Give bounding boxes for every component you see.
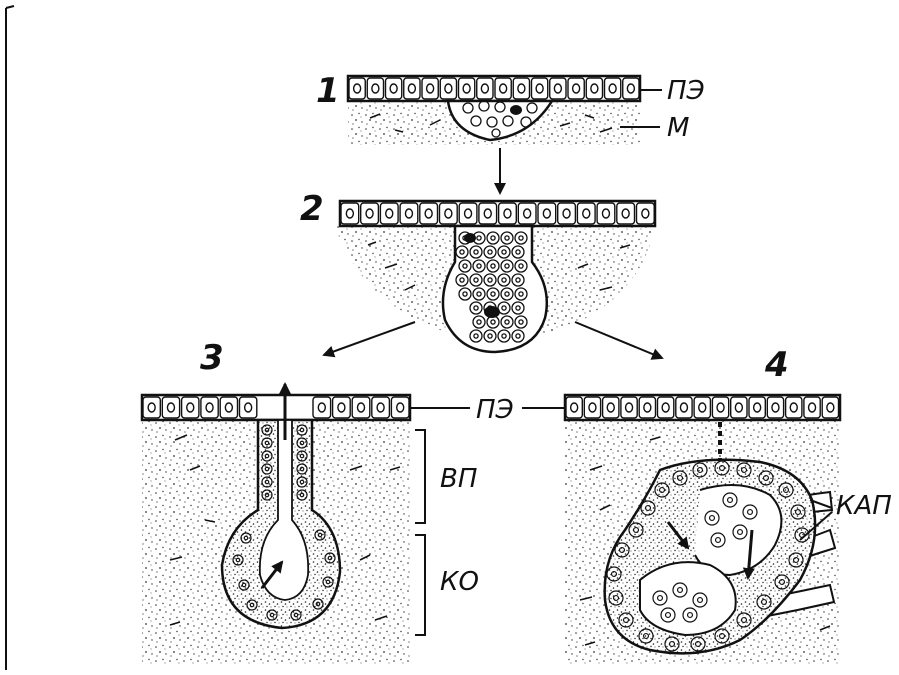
stage-3-vp-label: ВП: [440, 464, 477, 494]
stage-4-kap-leader-2: [799, 511, 833, 541]
stage-3-inner-arrow: [260, 560, 284, 589]
stage-3-group: 3 ВП КО: [140, 338, 479, 665]
stage-4-arrow-right: [742, 529, 755, 580]
stage-1-m-label: М: [667, 113, 689, 143]
stage-1-bud: [446, 99, 555, 142]
stage-4-kap-leader-1: [809, 499, 833, 509]
stage-2-number: 2: [300, 189, 324, 229]
stage-1-group: 1 ПЭ М: [316, 71, 705, 145]
stage-3-connective-cells: [169, 434, 401, 626]
stage-4-number: 4: [764, 345, 789, 385]
stage-2-mesenchyme-cells: [367, 241, 631, 291]
stage-4-kap-label: КАП: [836, 491, 892, 521]
stage-1-number: 1: [316, 71, 340, 111]
arrow-2-to-4: [574, 321, 664, 360]
pe-bottom-label: ПЭ: [476, 395, 514, 425]
stage-4-group: 4 КАП: [563, 345, 892, 665]
stage-3-lumen: [258, 419, 310, 601]
stage-2-epithelium: [338, 199, 657, 228]
stage-1-pe-label: ПЭ: [667, 76, 705, 106]
stage-4-mass-cells: [606, 460, 810, 652]
stage-4-lower-cord: [639, 561, 737, 637]
stage-1-mesenchyme-cells: [369, 113, 613, 133]
stage-4-arrow-left: [666, 521, 690, 550]
stage-1-bud-cells: [462, 100, 538, 138]
stage-2-dark-cell-center: [484, 306, 500, 318]
stage-3-ko-bracket: [415, 534, 426, 636]
arrow-2-to-3: [322, 321, 416, 358]
stage-2-group: 2: [300, 189, 657, 354]
stage-3-gland-cells: [232, 424, 336, 621]
stage-3-epithelium: [140, 393, 412, 422]
stage-1-dark-cell: [510, 105, 522, 115]
stage-3-ko-label: КО: [440, 567, 479, 597]
stage-4-connective-cells: [579, 436, 831, 646]
corner-mark: [5, 5, 15, 670]
stage-1-epithelium: [346, 74, 642, 103]
stage-3-number: 3: [200, 338, 224, 378]
stage-2-bud-cells: [455, 231, 528, 343]
stage-3-vp-bracket: [415, 429, 426, 524]
stage-4-epithelium: [563, 393, 842, 422]
stage-2-dark-cell-top: [464, 233, 476, 243]
